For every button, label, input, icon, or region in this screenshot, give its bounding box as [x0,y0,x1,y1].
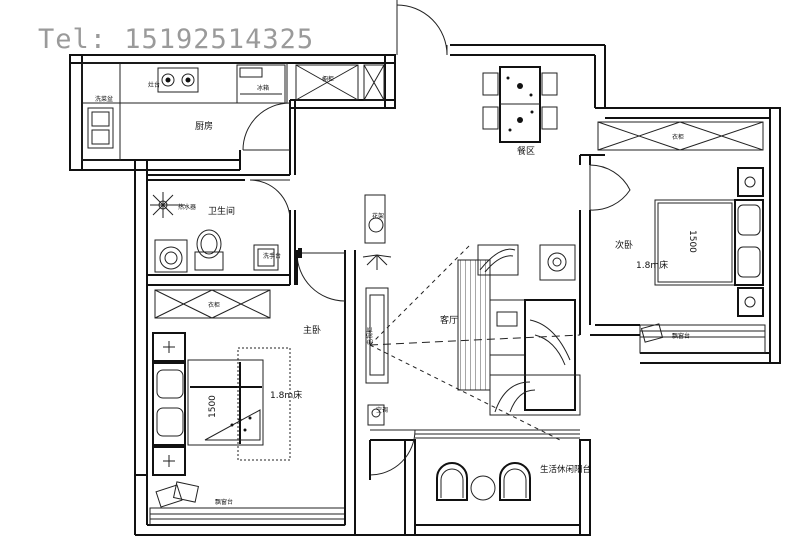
label-bed-second: 1.8m床 [636,259,668,271]
sofa-chaise [489,374,581,416]
label-second-bedroom: 次卧 [615,239,633,251]
outer-walls [69,44,781,536]
label-bed-dim-master: 1500 [208,395,218,418]
label-bed-master: 1.8m床 [270,389,302,401]
washbasin-icon [253,244,279,271]
nightstand-top [152,332,186,362]
second-bedroom-furniture [597,121,764,343]
label-stove: 灶台 [148,81,160,89]
sink-icon [87,107,114,149]
label-washbasin: 洗手台 [263,252,281,260]
master-bedroom-furniture [152,289,291,508]
balcony-furniture [436,462,531,501]
doors [242,0,631,480]
tea-table [470,475,496,501]
label-master-bedroom: 主卧 [303,324,321,336]
label-air-con: 空调 [376,406,388,414]
master-bed-headboard [152,362,186,446]
nightstand-bottom [152,446,186,476]
kitchen-left-wall [69,54,83,171]
label-tv-cabinet: 电视柜 [366,327,374,345]
stove-icon [157,67,199,93]
label-wardrobe-second: 衣柜 [672,133,684,141]
lounge-chair-right [499,462,531,501]
label-water-heater: 热水器 [178,203,196,211]
label-dining: 餐区 [517,145,535,157]
kitchen-furniture [81,62,385,161]
water-heater-icon [363,64,385,101]
tv-cabinet [365,287,389,384]
second-nightstand-bottom [737,287,764,317]
fridge-icon [236,64,286,104]
interior-walls [120,54,605,495]
dining-furniture [482,66,558,143]
plant-stand [364,194,386,244]
label-bathroom: 卫生间 [208,205,235,217]
second-bed-headboard [734,199,764,286]
label-bed-dim-second: 1500 [687,230,697,253]
master-bed [187,359,264,446]
cabinet-top [295,64,359,101]
label-wardrobe-master: 衣柜 [208,301,220,309]
sofa [524,299,576,411]
room-labels: 厨房 卫生间 餐区 次卧 客厅 主卧 生活休闲阳台 [195,120,633,475]
label-living-room: 客厅 [440,314,458,326]
lounge-chair-left [436,462,468,501]
air-con-icon [367,404,385,426]
label-fridge: 冰箱 [257,84,269,92]
label-plant-stand: 花架 [372,212,384,220]
dining-chair-icon [482,72,558,130]
label-sink: 洗菜盆 [95,95,113,103]
living-rug [457,259,491,391]
label-kitchen: 厨房 [195,120,213,132]
label-bay-window-master: 飘窗台 [215,498,233,506]
second-nightstand-top [737,167,764,197]
furniture-labels: 洗菜盆 灶台 冰箱 橱柜 热水器 洗手台 衣柜 衣柜 1.8m床 1.8m床 1… [95,75,697,506]
label-bay-window-second: 飘窗台 [672,332,690,340]
toilet-icon [194,251,224,271]
side-table [539,244,576,281]
phone-number: Tel: 15192514325 [38,24,315,55]
washing-machine-icon [154,239,188,273]
kitchen-top-wall [69,54,396,64]
label-leisure-balcony: 生活休闲阳台 [540,464,591,475]
label-cabinet-top: 橱柜 [322,75,334,83]
living-room-furniture [362,194,581,441]
bathroom-furniture [150,192,302,273]
